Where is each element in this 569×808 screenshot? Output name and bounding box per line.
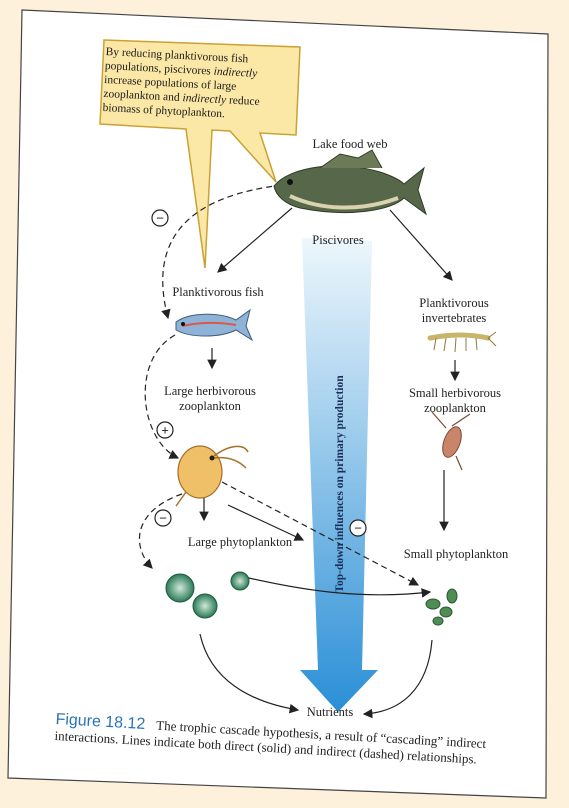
label-planktivorous-invertebrates: Planktivorous invertebrates: [400, 296, 508, 326]
label-top-down-influences: Top-down influences on primary productio…: [334, 354, 346, 614]
label-lake-food-web: Lake food web: [313, 137, 388, 151]
callout-text: By reducing planktivorous fish populatio…: [102, 45, 293, 125]
label-large-phytoplankton: Large phytoplankton: [188, 535, 293, 549]
label-planktivorous-fish: Planktivorous fish: [172, 285, 264, 299]
label-small-phytoplankton: Small phytoplankton: [404, 547, 509, 561]
label-small-herbivorous-zooplankton: Small herbivorous zooplankton: [390, 386, 520, 416]
label-large-herbivorous-zooplankton: Large herbivorous zooplankton: [145, 384, 275, 414]
minus-sign-3-text: −: [354, 521, 362, 536]
plus-sign-text: +: [161, 423, 169, 438]
minus-sign-2-text: −: [159, 511, 167, 526]
label-piscivores: Piscivores: [312, 233, 364, 247]
label-nutrients: Nutrients: [307, 705, 354, 719]
minus-sign-1-text: −: [156, 211, 164, 226]
